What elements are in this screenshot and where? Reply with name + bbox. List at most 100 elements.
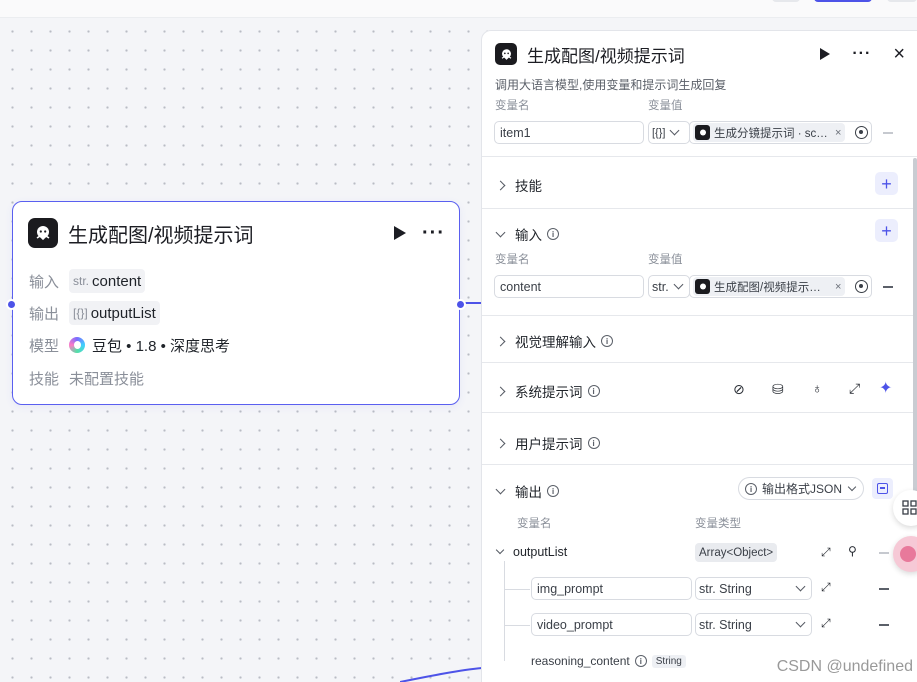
- remove-ref-icon[interactable]: ×: [835, 126, 842, 139]
- var-ref-field[interactable]: 生成分镜提示词 · sce··· ×: [689, 121, 872, 144]
- input-var-name-field[interactable]: content: [494, 275, 644, 298]
- close-icon[interactable]: ×: [893, 43, 905, 65]
- run-node-icon[interactable]: [394, 226, 407, 240]
- output-root-row[interactable]: outputList: [495, 545, 568, 559]
- visual-input-header[interactable]: 视觉理解输入 i: [495, 331, 613, 351]
- more-options-icon[interactable]: ···: [422, 222, 445, 244]
- info-icon[interactable]: i: [587, 437, 600, 449]
- output-value: outputList: [90, 304, 156, 322]
- more-options-icon[interactable]: ···: [852, 45, 872, 62]
- watermark: CSDN @undefined: [776, 658, 913, 675]
- section-label: 系统提示词: [515, 385, 583, 400]
- expand-icon[interactable]: ⤢: [849, 380, 861, 396]
- output-tag: [{}]outputList: [69, 301, 160, 325]
- grid-apps-button[interactable]: [893, 490, 917, 526]
- remove-var-button[interactable]: [883, 132, 893, 134]
- skill-value: 未配置技能: [69, 370, 145, 388]
- input-port[interactable]: [6, 299, 17, 310]
- add-skill-button[interactable]: +: [875, 172, 898, 195]
- child-name-field[interactable]: img_prompt: [531, 577, 692, 600]
- run-node-icon[interactable]: [820, 48, 831, 60]
- bulb-icon[interactable]: ♁: [812, 380, 823, 396]
- var-type-select[interactable]: [{}]: [648, 121, 690, 144]
- output-port[interactable]: [455, 299, 466, 310]
- info-icon[interactable]: i: [547, 485, 559, 497]
- input-section: [482, 208, 917, 209]
- panel-description: 调用大语言模型,使用变量和提示词生成回复: [495, 78, 727, 92]
- skill-label: 技能: [29, 370, 60, 388]
- output-format-select[interactable]: i 输出格式JSON: [738, 477, 865, 500]
- compass-icon[interactable]: ⊘: [733, 381, 745, 397]
- system-prompt-header[interactable]: 系统提示词 i: [495, 381, 600, 401]
- node-logo-icon: [28, 218, 58, 248]
- output-root-name: outputList: [513, 545, 568, 559]
- target-icon[interactable]: [855, 126, 868, 139]
- section-label: 视觉理解输入: [515, 335, 596, 350]
- assistant-avatar-button[interactable]: [893, 536, 917, 572]
- child-name-field[interactable]: video_prompt: [531, 613, 692, 636]
- var-name-field[interactable]: item1: [494, 121, 644, 144]
- expand-icon[interactable]: ⤢: [821, 616, 831, 630]
- reasoning-row: reasoning_content i String: [531, 654, 686, 668]
- scrollbar[interactable]: [913, 158, 917, 498]
- ai-optimize-icon[interactable]: ✦: [879, 380, 893, 397]
- assistant-icon: [900, 546, 916, 562]
- chevron-down-icon: [673, 279, 684, 290]
- reasoning-name: reasoning_content: [531, 654, 630, 668]
- output-root-type: Array<Object>: [695, 543, 778, 562]
- chevron-down-icon: [795, 617, 806, 628]
- info-icon[interactable]: i: [601, 335, 613, 347]
- user-prompt-header[interactable]: 用户提示词 i: [495, 433, 600, 453]
- toolbar-primary-button[interactable]: [814, 0, 872, 2]
- system-prompt-section: [482, 362, 917, 363]
- node-skill-row: 技能 未配置技能: [29, 366, 144, 390]
- format-label: 输出格式JSON: [762, 482, 843, 496]
- tree-line: [504, 561, 505, 661]
- chevron-down-icon: [847, 482, 857, 491]
- var-value-header: 变量值: [648, 254, 683, 266]
- remove-ref-icon[interactable]: ×: [835, 280, 842, 293]
- child-type-select[interactable]: str. String: [695, 577, 812, 600]
- expand-icon[interactable]: ⤢: [821, 545, 831, 559]
- llm-node-card[interactable]: 生成配图/视频提示词 ··· 输入 str.content 输出 [{}]out…: [6, 201, 466, 405]
- output-type-header: 变量类型: [695, 518, 741, 530]
- info-icon[interactable]: i: [587, 385, 600, 397]
- chevron-down-icon: [495, 227, 506, 237]
- section-label: 用户提示词: [515, 437, 583, 452]
- output-header[interactable]: 输出 i: [495, 481, 559, 501]
- top-toolbar: [0, 0, 917, 18]
- reasoning-type: String: [651, 654, 686, 668]
- ref-text: 生成分镜提示词 · sce···: [714, 127, 830, 140]
- node-model-row: 模型 豆包 • 1.8 • 深度思考: [29, 333, 230, 357]
- expand-icon[interactable]: ⤢: [821, 580, 831, 594]
- target-icon[interactable]: [855, 280, 868, 293]
- add-child-icon[interactable]: ⚲: [848, 544, 857, 558]
- info-icon[interactable]: i: [634, 655, 647, 667]
- child-type-select[interactable]: str. String: [695, 613, 812, 636]
- output-expand-button[interactable]: [872, 478, 893, 499]
- type-prefix: str.: [73, 274, 90, 288]
- remove-child-button[interactable]: [879, 624, 889, 626]
- remove-input-button[interactable]: [883, 286, 893, 288]
- input-header[interactable]: 输入 i: [495, 224, 559, 244]
- toolbar-button[interactable]: [772, 0, 800, 2]
- input-var-ref-field[interactable]: 生成配图/视频提示词 · r ×: [689, 275, 872, 298]
- remove-child-button[interactable]: [879, 588, 889, 590]
- toolbar-button[interactable]: [887, 0, 917, 2]
- chevron-right-icon: [495, 180, 506, 190]
- skills-header[interactable]: 技能: [495, 175, 542, 195]
- type-prefix: [{}]: [652, 126, 666, 139]
- library-icon[interactable]: ⛁: [772, 381, 784, 397]
- add-input-button[interactable]: +: [875, 219, 898, 242]
- input-label: 输入: [29, 273, 60, 291]
- model-label: 模型: [29, 337, 60, 355]
- remove-output-button[interactable]: [879, 552, 889, 554]
- output-name-header: 变量名: [517, 518, 552, 530]
- output-label: 输出: [29, 305, 60, 323]
- connection-edge: [465, 302, 483, 304]
- input-var-type-select[interactable]: str.: [648, 275, 690, 298]
- section-label: 输入: [515, 228, 542, 243]
- info-icon[interactable]: i: [547, 228, 559, 240]
- panel-title: 生成配图/视频提示词: [527, 46, 685, 66]
- tree-line: [504, 625, 530, 626]
